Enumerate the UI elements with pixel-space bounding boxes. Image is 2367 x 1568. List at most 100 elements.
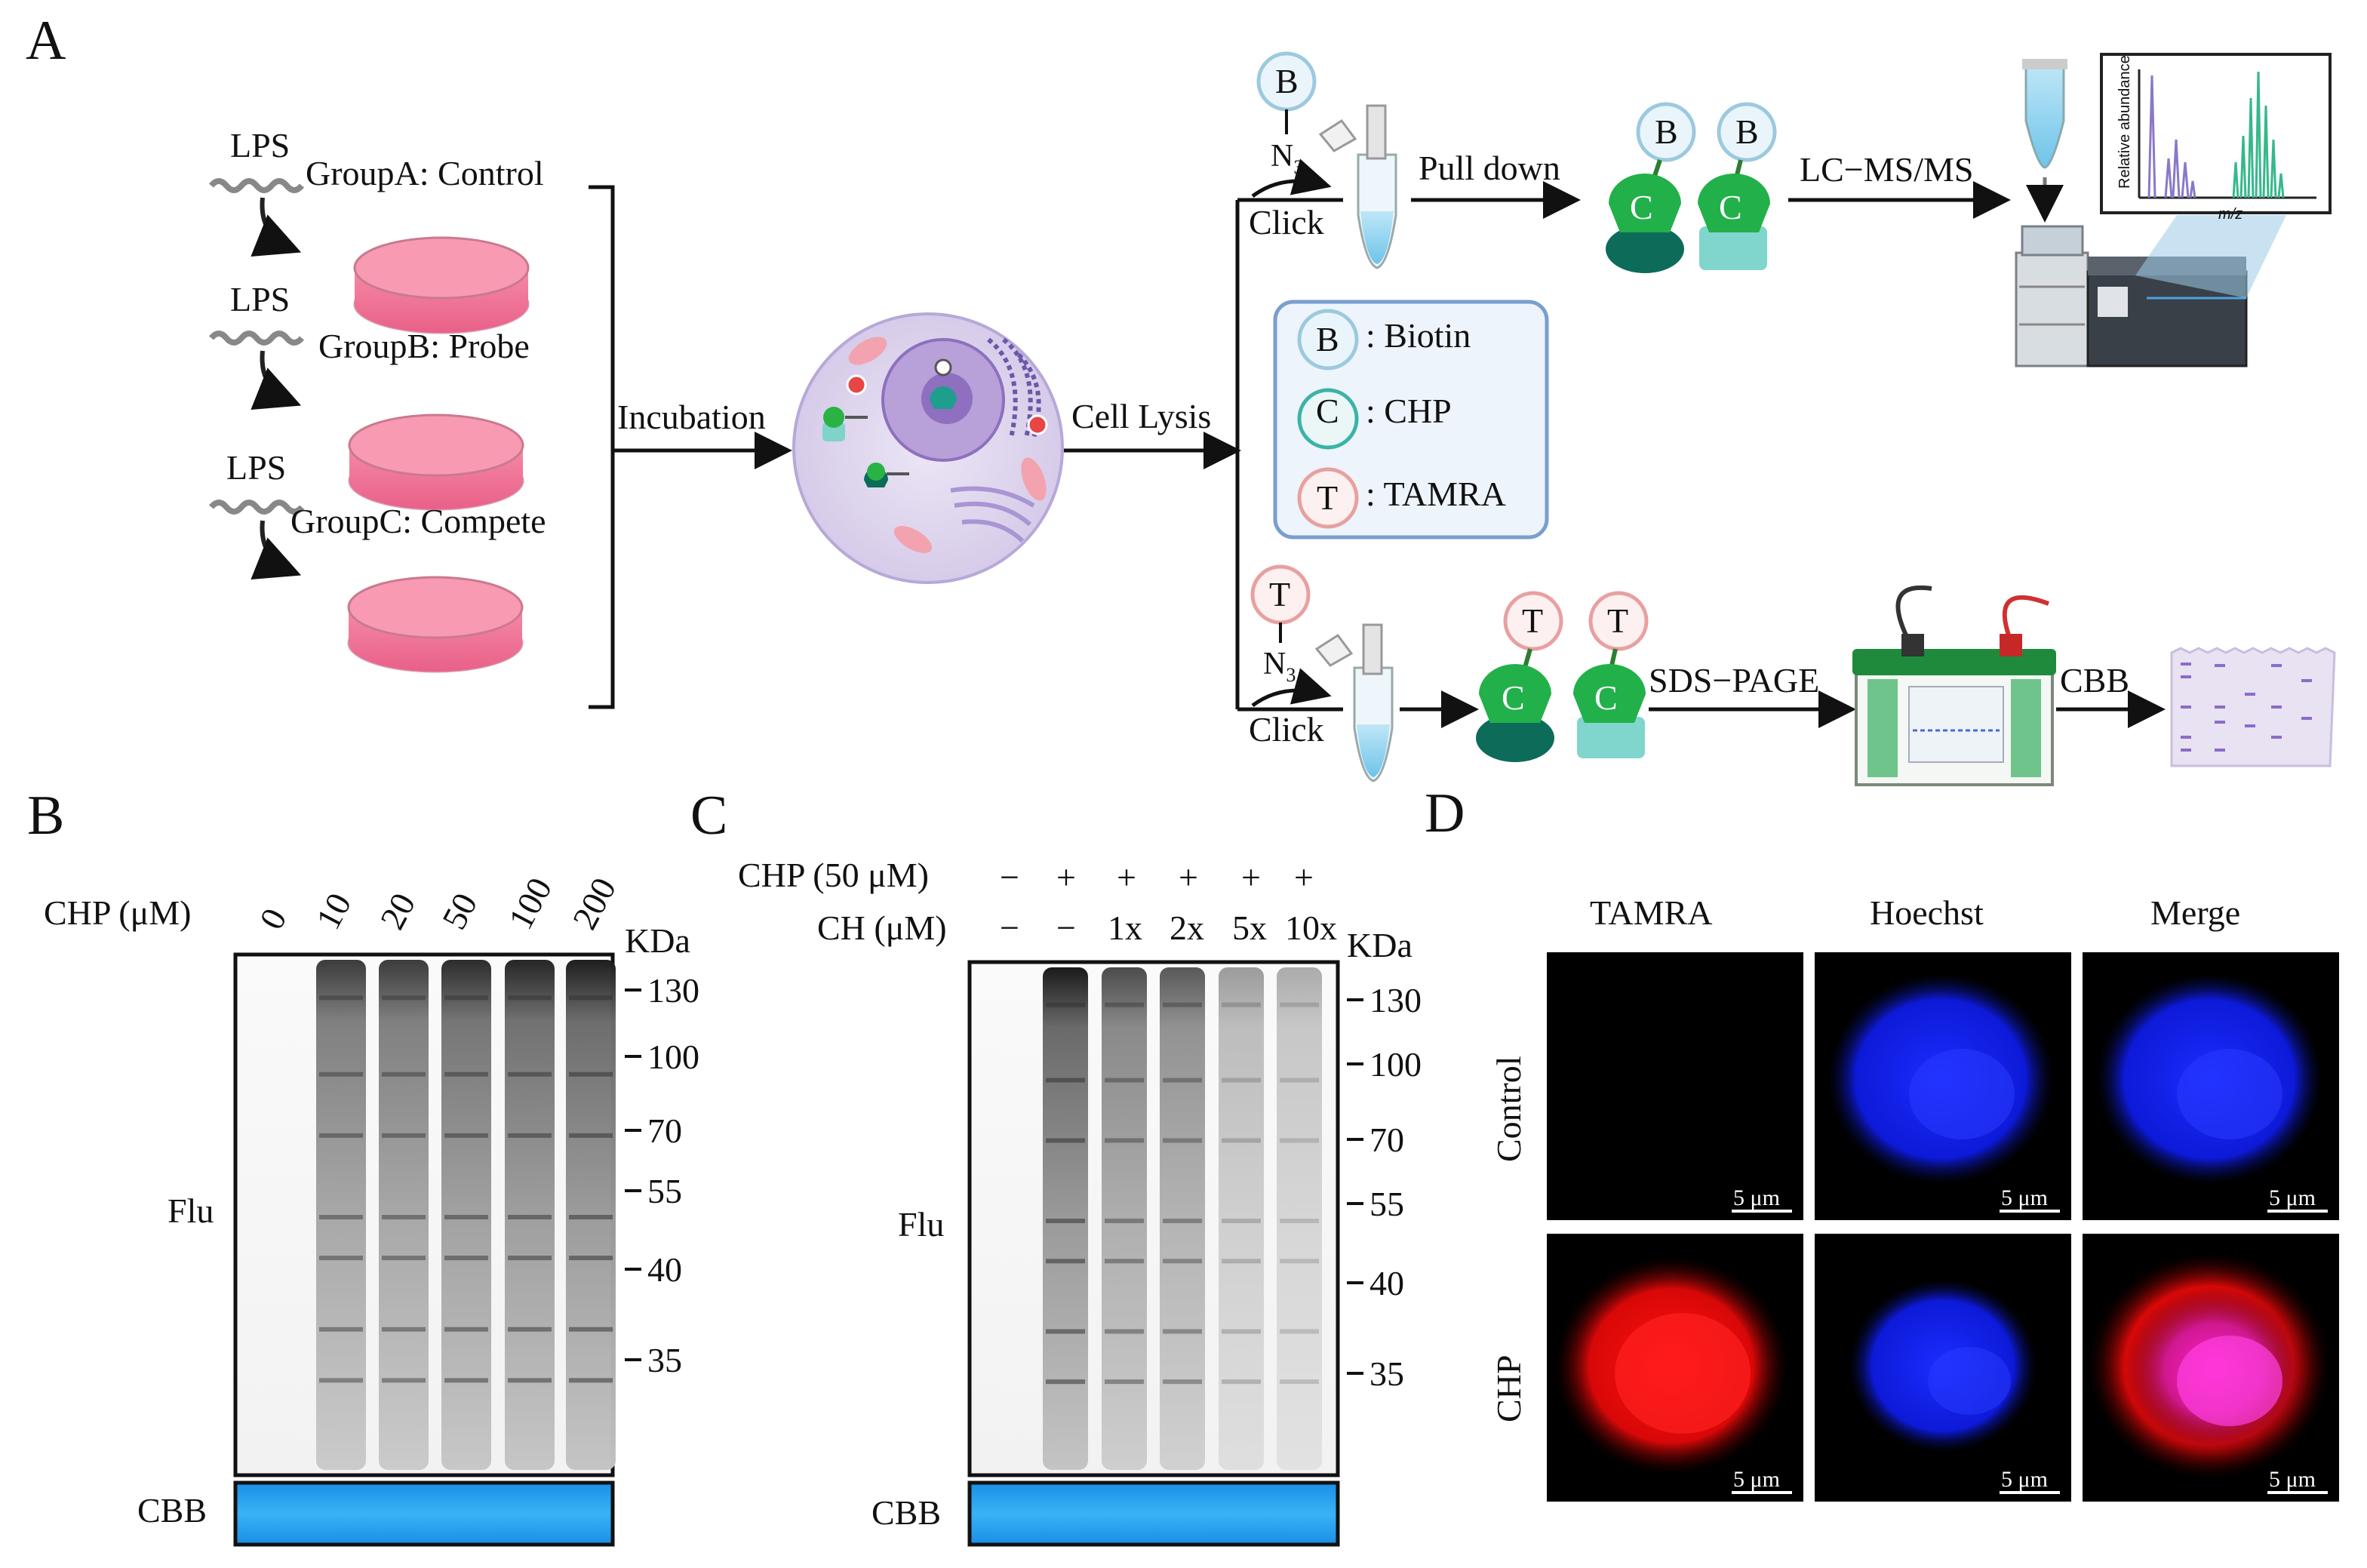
gel-band — [508, 1378, 552, 1383]
gel-band — [382, 1133, 426, 1138]
gel-band — [444, 1215, 488, 1219]
lane-label: 20 — [373, 887, 423, 936]
chp-tag-letter: C — [1630, 188, 1653, 226]
lane-label: 10 — [309, 887, 359, 936]
lps-wave-icon — [208, 500, 305, 515]
gel-band — [1046, 1078, 1085, 1083]
panel-c-kda: KDa — [1347, 926, 1413, 964]
group-label-a: GroupA: Control — [306, 154, 544, 192]
legend-biotin-icon — [1297, 309, 1359, 370]
panel-letter-c: C — [690, 785, 727, 847]
chp-treatment: + — [1179, 858, 1198, 896]
azide-label: N3 — [1271, 139, 1303, 178]
lane-label: 200 — [565, 872, 623, 936]
gel-band — [1163, 1078, 1202, 1083]
tube-cap-icon — [1314, 633, 1354, 667]
hplc-top-icon — [2021, 225, 2084, 257]
sds-page-label: SDS−PAGE — [1649, 661, 1819, 699]
biotin-tag-icon — [1636, 102, 1696, 162]
legend-text-biotin: : Biotin — [1366, 316, 1471, 355]
top-branch: B N3 Click Pull down B C B C LC−MS/MS — [1249, 51, 2332, 367]
lps-label-a: LPS — [230, 126, 290, 164]
gel-plate-icon — [1908, 686, 2004, 763]
panel-letter-d: D — [1425, 782, 1465, 844]
gel-band — [1280, 1329, 1319, 1334]
biotin-tag-icon — [1717, 102, 1777, 162]
scale-label: 5 μm — [2001, 1467, 2048, 1492]
gel-band — [1222, 1219, 1261, 1223]
panel-d-col-merge: Merge — [2150, 893, 2240, 932]
gel-band — [1222, 1138, 1261, 1143]
gel-band — [1163, 1259, 1202, 1264]
protein-icon — [1476, 714, 1554, 762]
scale-label: 5 μm — [2269, 1185, 2316, 1210]
gel-band — [319, 1256, 363, 1261]
legend-letter-biotin: B — [1316, 320, 1339, 358]
chp-tag-letter: C — [1502, 678, 1525, 717]
gel-band — [444, 1327, 488, 1332]
panel-b-cbb: CBB — [137, 1491, 207, 1530]
group-b: LPS GroupB: Probe — [208, 280, 530, 511]
gel-band — [1163, 1138, 1202, 1143]
legend-chp-icon — [1297, 388, 1359, 450]
group-label-b: GroupB: Probe — [318, 327, 530, 365]
dish-top-icon — [353, 236, 530, 300]
gel-band — [319, 1327, 363, 1332]
mitochondria-icon — [893, 526, 933, 553]
panel-c-row2-label: CH (μM) — [817, 909, 947, 947]
vial-cap-icon — [2022, 59, 2067, 69]
golgi-icon — [950, 486, 1035, 543]
panel-d-row-chp: CHP — [1489, 1355, 1528, 1422]
chp-treatment: + — [1056, 858, 1076, 896]
gel-side-icon — [1867, 679, 1898, 777]
panel-c-gel-lanes — [1043, 967, 1322, 1470]
gel-band — [444, 1133, 488, 1138]
gel-band — [1222, 1329, 1261, 1334]
group-bracket — [589, 185, 615, 709]
marker-label: 100 — [647, 1038, 699, 1076]
gel-band — [319, 995, 363, 1001]
gel-band — [1046, 1002, 1085, 1007]
gel-band — [1105, 1138, 1144, 1143]
gel-band — [382, 995, 426, 1001]
electrode-black-icon — [1901, 634, 1924, 656]
gel-band — [508, 1133, 552, 1138]
chp-treatment: − — [1000, 858, 1019, 896]
cell-illustration — [792, 312, 1064, 584]
panel-c-row1-label: CHP (50 μM) — [738, 856, 929, 894]
lps-wave-icon — [208, 178, 305, 193]
gel-band — [444, 1071, 488, 1077]
lps-label-b: LPS — [230, 280, 290, 318]
marker-label: 40 — [647, 1250, 682, 1289]
gel-band — [569, 1215, 613, 1219]
scale-label: 5 μm — [1733, 1185, 1780, 1210]
gel-band — [319, 1133, 363, 1138]
cbb-label-a: CBB — [2060, 661, 2129, 699]
gel-band — [319, 1071, 363, 1077]
micrograph-control-hoechst — [1815, 952, 2071, 1220]
vial-icon — [2024, 63, 2065, 169]
gel-band — [508, 1256, 552, 1261]
probe-icon — [934, 358, 952, 377]
lps-label-c: LPS — [226, 448, 286, 487]
gel-band — [1046, 1219, 1085, 1223]
gel-band — [569, 995, 613, 1001]
click-arrow — [1251, 158, 1332, 198]
panel-b-cbb-strip — [233, 1480, 615, 1547]
panel-b-title: CHP (μM) — [44, 893, 191, 932]
gel-band — [569, 1133, 613, 1138]
ch-treatment: − — [1000, 909, 1019, 947]
lane-label: 0 — [252, 902, 294, 935]
protein-icon — [1577, 717, 1645, 758]
ch-treatment: 1x — [1108, 909, 1142, 947]
probe-icon — [1479, 664, 1551, 723]
marker-label: 55 — [647, 1172, 682, 1210]
tube-liquid-icon — [1360, 211, 1394, 264]
spectrum-box — [2100, 53, 2332, 214]
marker-label: 35 — [647, 1341, 682, 1379]
chp-treatment: + — [1117, 858, 1136, 896]
tube-cap-icon — [1318, 118, 1357, 152]
